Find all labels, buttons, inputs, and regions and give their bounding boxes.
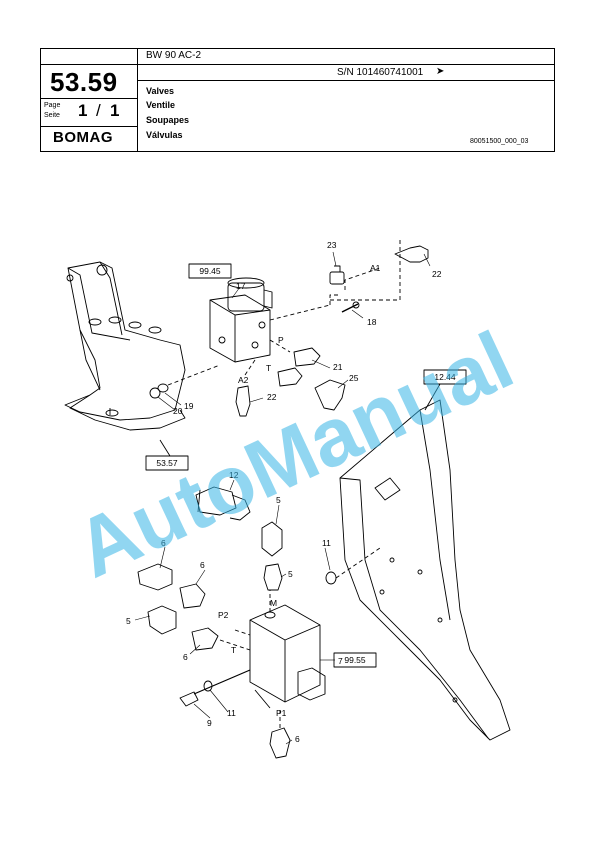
fitting-12-drawing [195,486,251,521]
port-label: P1 [276,708,287,718]
part-callout-number: 5 [288,569,293,579]
part-callout-number: 22 [432,269,442,279]
reference-box-label: 99.55 [344,655,366,665]
part-callout-number: 21 [333,362,343,372]
mounting-bracket-drawing [64,261,186,431]
valve-17-drawing [209,277,273,363]
part-callout-number: 6 [161,538,166,548]
port-label: P [278,335,284,345]
page-separator: / [96,101,101,120]
valve-block-7-drawing [249,604,326,709]
seite-label: Seite [44,112,60,119]
part-callout-number: 25 [349,373,359,383]
part-callout-number: 5 [276,495,281,505]
serial-number: S/N 101460741001 [337,67,424,78]
right-line-2 [138,80,555,81]
page-label: Page [44,102,61,109]
part-callout-number: 12 [229,470,239,480]
bomag-logo: BOMAG [53,129,113,146]
port-label: A2 [238,375,249,385]
port-label: P2 [218,610,229,620]
part-callout-number: 11 [227,708,236,718]
serial-arrow-icon: ➤ [436,66,445,77]
title-en: Valves [146,86,175,96]
title-block: BW 90 AC-2 53.59 S/N 101460741001 ➤ Valv… [40,48,555,152]
left-line-2 [40,98,138,99]
title-fr: Soupapes [146,115,190,125]
part-callout-number: 18 [367,317,377,327]
port-label: M [270,598,277,608]
page-current: 1 [78,101,88,120]
title-de: Ventile [146,100,176,110]
part-callout-number: 9 [207,718,212,728]
group-number: 53.59 [50,67,118,97]
title-es: Válvulas [146,130,183,140]
part-callout-number: 19 [184,401,194,411]
part-callout-number: 23 [327,240,337,250]
part-callout-number: 22 [267,392,277,402]
reference-box-label: 53.57 [156,458,178,468]
part-callout-number: 11 [322,538,331,548]
reference-box-label: 12.44 [434,372,456,382]
left-column-divider [40,48,138,152]
part-callout-number: 6 [200,560,205,570]
part-callout-number: 20 [173,406,183,416]
part-callout-number: 7 [338,656,343,666]
reference-box-label: 99.45 [199,266,221,276]
part-callout-number: 6 [183,652,188,662]
part-callout-number: 17 [236,281,246,291]
part-callout-number: 5 [126,616,131,626]
left-line-1 [40,64,138,65]
left-line-3 [40,126,138,127]
document-code: 80051500_000_03 [470,138,529,145]
page-total: 1 [110,101,120,120]
frame-plate-drawing [339,399,511,741]
port-label: T [266,363,271,373]
part-callout-number: 6 [295,734,300,744]
model-name: BW 90 AC-2 [146,50,202,61]
title-block-frame [40,48,555,152]
port-label: T [231,645,236,655]
right-line-1 [138,64,555,65]
port-label: A1 [370,263,381,273]
